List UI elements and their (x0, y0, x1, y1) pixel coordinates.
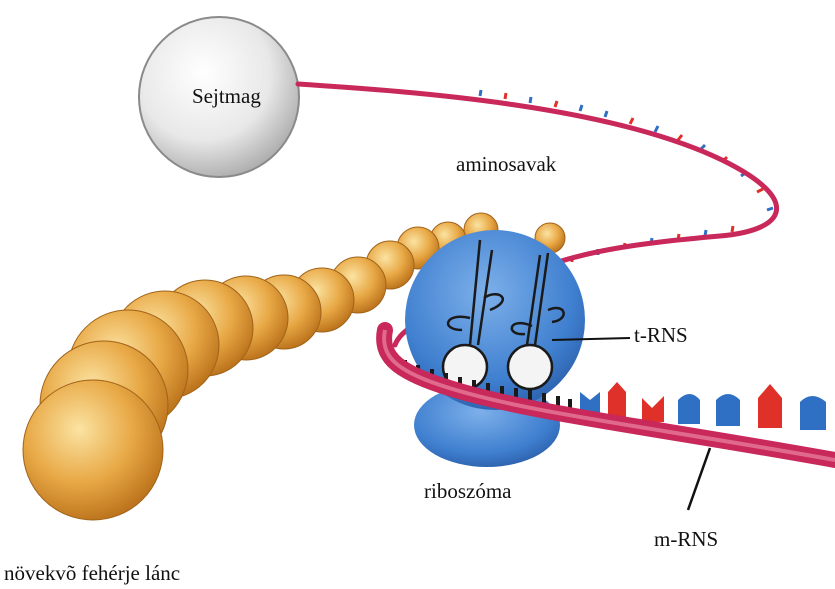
nucleus-label: Sejtmag (192, 84, 261, 109)
trna-label: t-RNS (634, 323, 688, 348)
mrna-pointer (688, 448, 710, 510)
amino-acids-label: aminosavak (456, 152, 556, 177)
growing-chain-label: növekvõ fehérje lánc (4, 561, 180, 586)
mrna-label: m-RNS (654, 527, 718, 552)
ribosome-label: riboszóma (424, 479, 511, 504)
